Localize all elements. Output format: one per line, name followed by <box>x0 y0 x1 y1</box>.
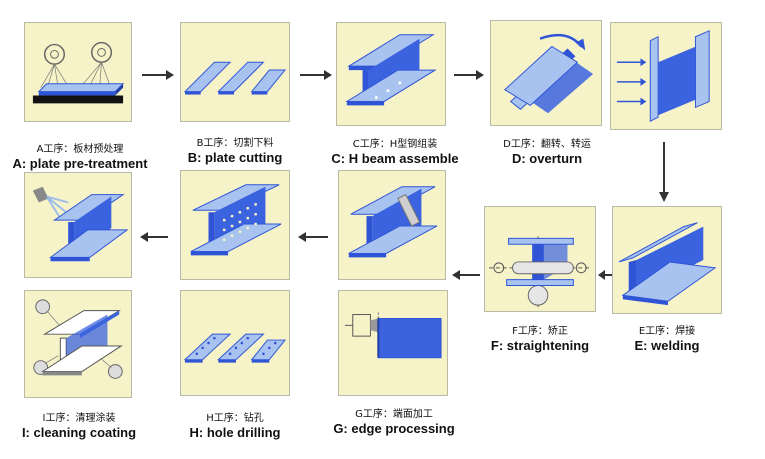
arrow-right-icon <box>300 70 332 80</box>
step-g-beam-illustration <box>338 170 446 280</box>
plate-pretreatment-drawing <box>32 41 125 104</box>
step-e-en-label: E: welding <box>634 338 700 353</box>
step-i-caption: I工序：清理涂装 I: cleaning coating <box>6 412 152 441</box>
step-i-painting-illustration <box>24 172 132 278</box>
step-c-caption: C工序：H型钢组装 C: H beam assemble <box>320 138 470 167</box>
arrow-right-icon <box>142 70 174 80</box>
step-c-zh-label: C工序：H型钢组装 <box>352 139 438 150</box>
step-b-illustration <box>180 22 290 122</box>
step-b-caption: B工序：切割下料 B: plate cutting <box>170 137 300 166</box>
arrow-left-icon <box>452 270 480 280</box>
arrow-left-icon <box>140 232 168 242</box>
step-c-en-label: C: H beam assemble <box>331 151 459 166</box>
hole-drilling-plates-drawing <box>183 333 287 363</box>
step-f-en-label: F: straightening <box>490 338 590 353</box>
step-b-en-label: B: plate cutting <box>187 150 283 165</box>
step-e-zh-label: E工序：焊接 <box>638 326 696 337</box>
edge-assembly-beam-drawing <box>348 186 438 258</box>
plate-cutting-drawing <box>183 61 287 95</box>
step-g-zh-label: G工序：端面加工 <box>355 409 433 420</box>
step-b-zh-label: B工序：切割下料 <box>196 138 274 149</box>
step-a-caption: A工序：板材预处理 A: plate pre-treatment <box>10 143 150 172</box>
step-i-zh-label: I工序：清理涂装 <box>42 413 116 424</box>
vertical-h-beam-drawing <box>616 30 710 122</box>
step-h-zh-label: H工序：钻孔 <box>206 413 264 424</box>
step-c-illustration <box>336 22 446 126</box>
step-d-en-label: D: overturn <box>511 151 583 166</box>
straightening-drawing <box>488 236 592 308</box>
step-h-en-label: H: hole drilling <box>189 425 281 440</box>
edge-processing-drawing <box>344 312 442 359</box>
step-g-illustration <box>338 290 448 396</box>
step-a-en-label: A: plate pre-treatment <box>12 156 148 171</box>
painting-beam-drawing <box>32 186 129 262</box>
drilled-h-beam-drawing <box>190 184 282 256</box>
step-d-caption: D工序：翻转、转运 D: overturn <box>482 138 612 167</box>
step-d-illustration <box>490 20 602 126</box>
step-d-result-illustration <box>610 22 722 130</box>
step-h-beam-illustration <box>180 170 290 280</box>
arrow-left-icon <box>598 270 612 280</box>
step-e-caption: E工序：焊接 E: welding <box>602 325 732 354</box>
step-f-zh-label: F工序：矫正 <box>512 326 568 337</box>
step-a-illustration <box>24 22 132 122</box>
overturn-drawing <box>503 33 594 114</box>
step-e-illustration <box>612 206 722 314</box>
step-g-caption: G工序：端面加工 G: edge processing <box>322 408 466 437</box>
step-a-zh-label: A工序：板材预处理 <box>36 144 124 155</box>
step-i-en-label: I: cleaning coating <box>21 425 137 440</box>
arrow-left-icon <box>298 232 328 242</box>
step-i-illustration <box>24 290 132 398</box>
step-g-en-label: G: edge processing <box>333 421 455 436</box>
step-h-illustration <box>180 290 290 396</box>
step-f-caption: F工序：矫正 F: straightening <box>474 325 606 354</box>
step-d-zh-label: D工序：翻转、转运 <box>503 139 591 150</box>
arrow-right-icon <box>454 70 484 80</box>
h-beam-assemble-drawing <box>345 34 437 106</box>
arrow-down-icon <box>659 142 669 202</box>
step-f-illustration <box>484 206 596 312</box>
cleaning-coating-drawing <box>33 299 123 379</box>
welding-drawing <box>618 222 717 306</box>
step-h-caption: H工序：钻孔 H: hole drilling <box>170 412 300 441</box>
